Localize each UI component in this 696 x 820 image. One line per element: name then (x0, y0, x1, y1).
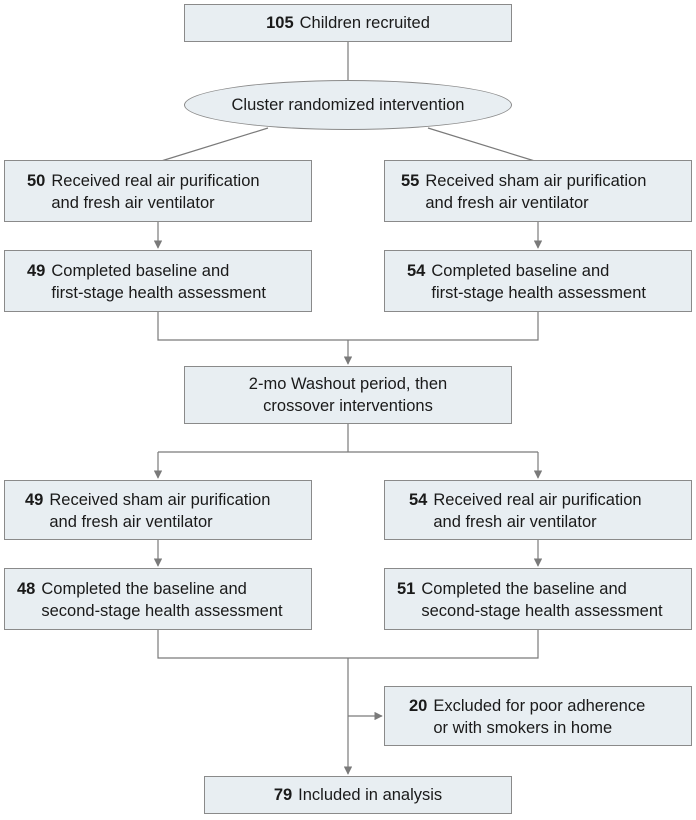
stage2-right-completed-count: 51 (397, 580, 416, 598)
recruited-box: 105 Children recruited (184, 4, 512, 42)
stage2-right-received-count: 54 (409, 491, 428, 509)
stage2-right-received-line1: Received real air purification (433, 491, 642, 509)
washout-box: 2-mo Washout period, then crossover inte… (184, 366, 512, 424)
stage1-left-received-line2: and fresh air ventilator (51, 194, 215, 212)
excluded-line1: Excluded for poor adherence (433, 697, 646, 715)
stage2-left-received-count: 49 (25, 491, 44, 509)
recruited-count: 105 (266, 14, 294, 32)
stage2-right-received-box: 54 Received real air purification and fr… (384, 480, 692, 540)
stage2-right-received-line2: and fresh air ventilator (433, 513, 597, 531)
randomization-label: Cluster randomized intervention (231, 95, 465, 114)
stage2-left-completed-line1: Completed the baseline and (41, 580, 247, 598)
connector-merge-stage2 (157, 630, 539, 659)
stage1-left-completed-line1: Completed baseline and (51, 262, 230, 280)
stage1-left-received-line1: Received real air purification (51, 172, 260, 190)
stage1-right-received-line1: Received sham air purification (425, 172, 647, 190)
stage2-right-completed-line1: Completed the baseline and (421, 580, 627, 598)
stage1-right-completed-line1: Completed baseline and (431, 262, 610, 280)
stage2-left-received-line1: Received sham air purification (49, 491, 271, 509)
stage1-left-completed-line2: first-stage health assessment (51, 284, 266, 302)
washout-line1: 2-mo Washout period, then (248, 375, 448, 393)
stage1-left-completed-count: 49 (27, 262, 46, 280)
stage2-left-received-box: 49 Received sham air purification and fr… (4, 480, 312, 540)
stage2-left-completed-box: 48 Completed the baseline and second-sta… (4, 568, 312, 630)
connector-merge-stage1 (157, 312, 539, 341)
stage1-right-received-count: 55 (401, 172, 420, 190)
excluded-count: 20 (409, 697, 428, 715)
connector-randomization-to-left (157, 127, 269, 163)
analysis-count: 79 (273, 786, 293, 804)
stage1-right-received-line2: and fresh air ventilator (425, 194, 589, 212)
analysis-label: Included in analysis (298, 786, 443, 804)
stage2-left-received-line2: and fresh air ventilator (49, 513, 213, 531)
washout-line2: crossover interventions (263, 397, 433, 415)
stage1-right-completed-count: 54 (407, 262, 426, 280)
stage2-right-completed-line2: second-stage health assessment (421, 602, 663, 620)
excluded-line2: or with smokers in home (433, 719, 613, 737)
stage1-left-received-box: 50 Received real air purification and fr… (4, 160, 312, 222)
connector-randomization-to-right (427, 127, 539, 163)
recruited-label: Children recruited (299, 14, 430, 32)
stage1-right-received-box: 55 Received sham air purification and fr… (384, 160, 692, 222)
stage2-left-completed-count: 48 (17, 580, 36, 598)
stage2-right-completed-box: 51 Completed the baseline and second-sta… (384, 568, 692, 630)
stage2-left-completed-line2: second-stage health assessment (41, 602, 283, 620)
analysis-box: 79 Included in analysis (204, 776, 512, 814)
stage1-right-completed-box: 54 Completed baseline and first-stage he… (384, 250, 692, 312)
randomization-ellipse: Cluster randomized intervention (184, 80, 512, 130)
stage1-left-completed-box: 49 Completed baseline and first-stage he… (4, 250, 312, 312)
stage1-left-received-count: 50 (27, 172, 46, 190)
stage1-right-completed-line2: first-stage health assessment (431, 284, 646, 302)
excluded-box: 20 Excluded for poor adherence or with s… (384, 686, 692, 746)
